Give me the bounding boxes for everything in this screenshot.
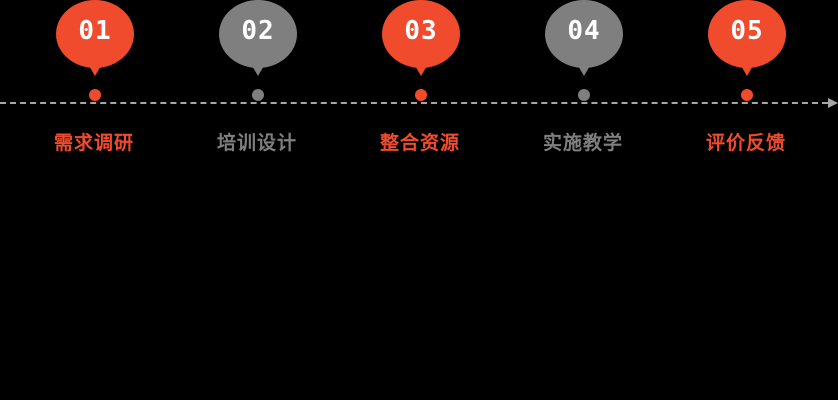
timeline-step-2: 02 培训设计	[187, 0, 327, 170]
timeline-dot	[89, 89, 101, 101]
step-marker-bubble: 05	[708, 0, 786, 68]
bubble-pointer	[251, 64, 265, 76]
step-marker-bubble: 01	[56, 0, 134, 68]
bubble-pointer	[414, 64, 428, 76]
step-number: 01	[78, 16, 112, 46]
step-label: 培训设计	[216, 132, 297, 154]
arrow-right-icon	[828, 98, 838, 108]
step-marker-bubble: 02	[219, 0, 297, 68]
step-label: 评价反馈	[705, 132, 786, 154]
timeline-dot	[415, 89, 427, 101]
bubble-pointer	[740, 64, 754, 76]
timeline-step-4: 04 实施教学	[513, 0, 653, 170]
timeline-dot	[578, 89, 590, 101]
step-label: 需求调研	[53, 132, 134, 154]
step-label: 整合资源	[379, 132, 460, 154]
step-marker-bubble: 03	[382, 0, 460, 68]
step-number: 05	[730, 16, 764, 46]
step-label: 实施教学	[542, 132, 623, 154]
timeline-step-5: 05 评价反馈	[676, 0, 816, 170]
step-number: 04	[567, 16, 601, 46]
step-marker-bubble: 04	[545, 0, 623, 68]
timeline-dot	[741, 89, 753, 101]
step-number: 02	[241, 16, 275, 46]
timeline-step-3: 03 整合资源	[350, 0, 490, 170]
step-number: 03	[404, 16, 438, 46]
bubble-pointer	[88, 64, 102, 76]
timeline-dot	[252, 89, 264, 101]
bubble-pointer	[577, 64, 591, 76]
timeline-dashed-line	[0, 102, 828, 104]
timeline-step-1: 01 需求调研	[24, 0, 164, 170]
